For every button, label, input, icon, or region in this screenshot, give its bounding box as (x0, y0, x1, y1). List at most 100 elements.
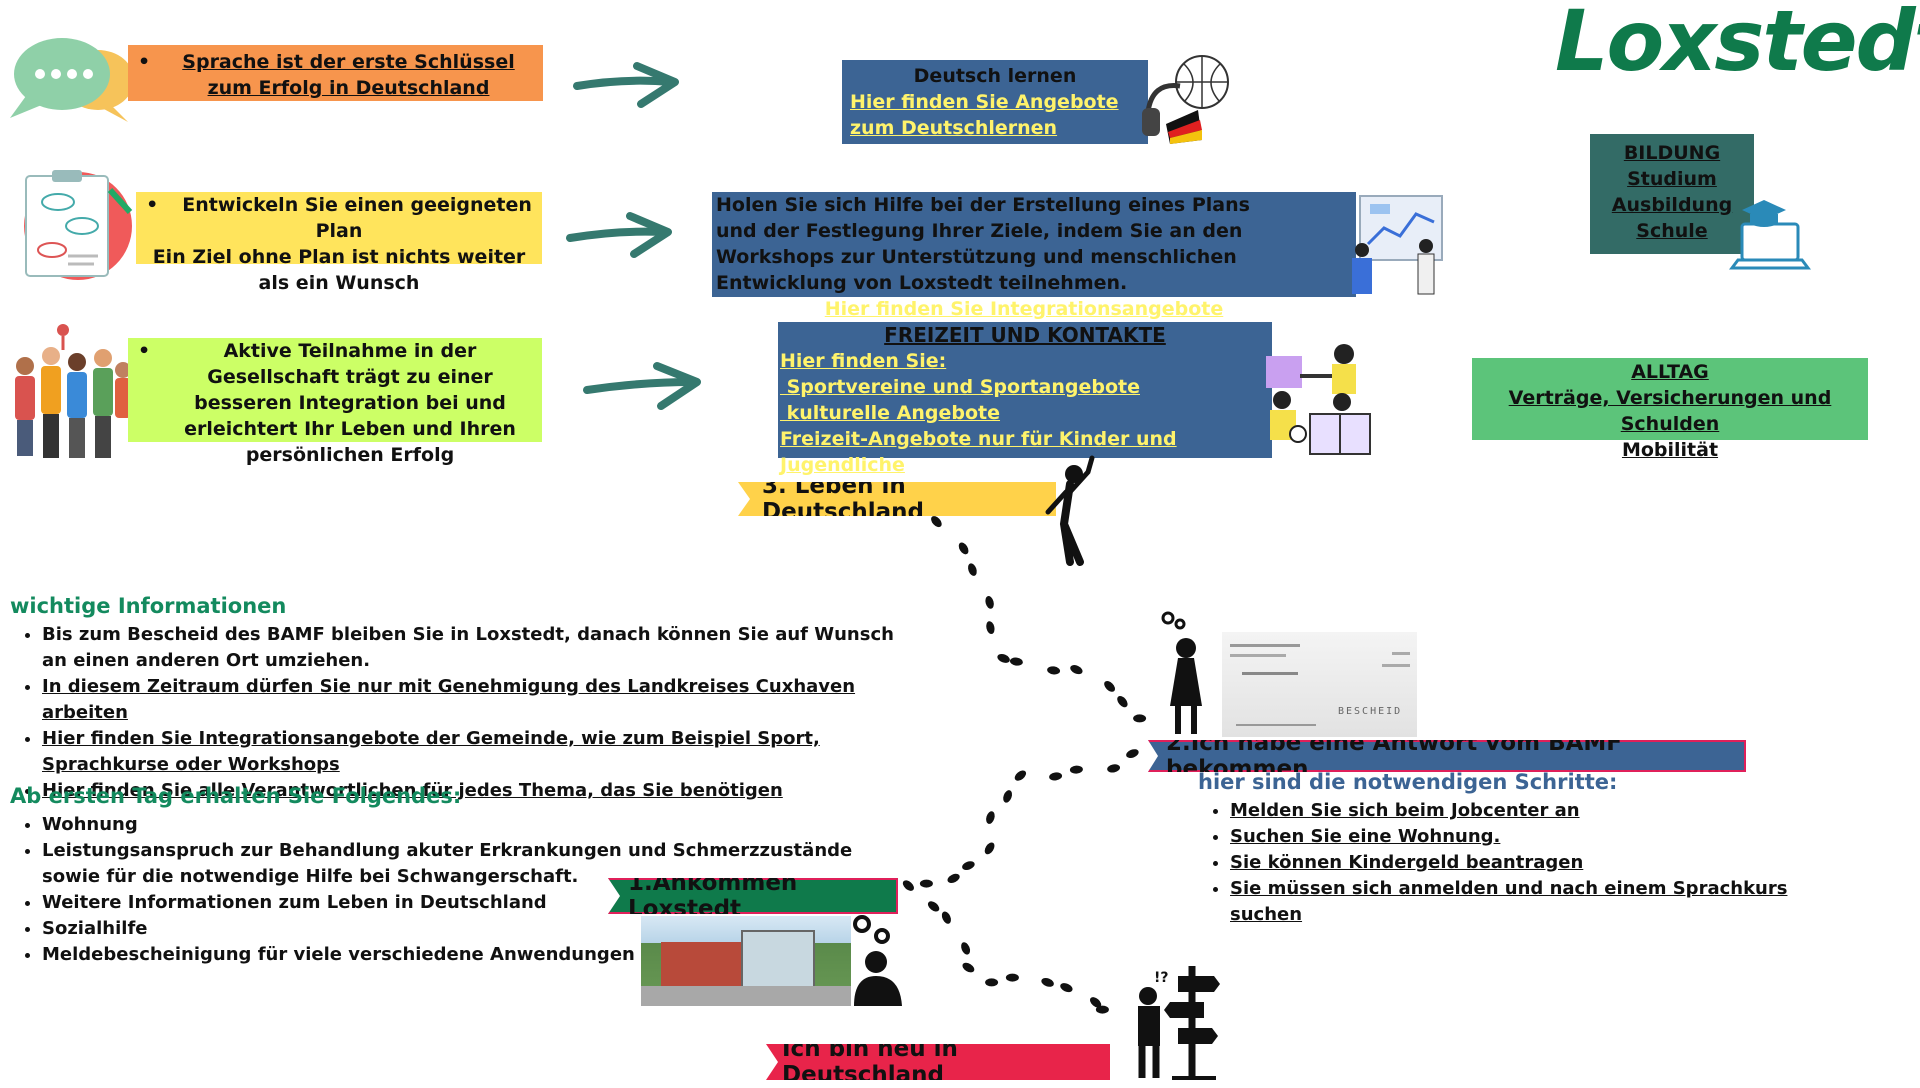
freizeit-intro: Hier finden Sie: (780, 350, 947, 372)
step1-banner: 1.Ankommen Loxstedt (608, 878, 898, 914)
language-tip-text[interactable]: Sprache ist der erste Schlüssel zum Erfo… (182, 51, 515, 99)
first-day-heading: Ab ersten Tag erhalten Sie Folgendes: (10, 784, 462, 808)
footprint (947, 873, 960, 884)
start-banner: Ich bin neu in Deutschland (766, 1044, 1110, 1080)
first-day-item: Wohnung (42, 812, 902, 838)
arrow-right-3 (583, 362, 701, 410)
svg-text:!?: !? (1154, 970, 1169, 986)
footprint (962, 861, 975, 870)
deutsch-lernen-box: Deutsch lernen Hier finden Sie Angebote … (842, 60, 1148, 144)
arrow-right-2 (566, 212, 672, 258)
footprint (1126, 749, 1139, 759)
first-day-item: Weitere Informationen zum Leben in Deuts… (42, 890, 902, 916)
schule-link[interactable]: Schule (1636, 220, 1708, 242)
footprint (1003, 790, 1013, 803)
footprint (902, 880, 914, 891)
registration-language-link[interactable]: Sie müssen sich anmelden und nach einem … (1230, 876, 1790, 928)
integration-offers-link[interactable]: Hier finden Sie Integrationsangebote (824, 298, 1224, 320)
jobcenter-link[interactable]: Melden Sie sich beim Jobcenter an (1230, 798, 1790, 824)
participation-tip-box: • Aktive Teilnahme in der Gesellschaft t… (128, 338, 542, 466)
participation-tip-text: Aktive Teilnahme in der Gesellschaft trä… (184, 340, 516, 466)
freizeit-box: FREIZEIT UND KONTAKTE Hier finden Sie: S… (778, 322, 1272, 476)
deutsch-lernen-title: Deutsch lernen (913, 65, 1077, 87)
workshops-text: Holen Sie sich Hilfe bei der Erstellung … (716, 194, 1250, 294)
footprint (997, 653, 1010, 663)
work-permit-link[interactable]: In diesem Zeitraum dürfen Sie nur mit Ge… (42, 674, 908, 726)
responsible-persons-link[interactable]: Hier finden Sie alle Verantwortlichen fü… (42, 778, 908, 804)
footprint (919, 879, 933, 888)
bamf-steps-list: Melden Sie sich beim Jobcenter an Suchen… (1198, 798, 1790, 928)
alltag-title[interactable]: ALLTAG (1631, 361, 1709, 383)
first-day-item: Meldebescheinigung für viele verschieden… (42, 942, 902, 968)
footprint (1047, 666, 1061, 675)
plan-tip-box: •Entwickeln Sie einen geeigneten Plan Ei… (136, 192, 542, 294)
sports-link[interactable]: Sportvereine und Sportangebote (780, 376, 1140, 398)
info-heading: wichtige Informationen (10, 594, 287, 618)
loxstedt-building-photo (641, 916, 851, 1006)
footprint (986, 811, 995, 824)
bescheid-document-image: BESCHEID (1222, 632, 1417, 737)
community-offers-link[interactable]: Hier finden Sie Integrationsangebote der… (42, 726, 908, 778)
freizeit-title: FREIZEIT UND KONTAKTE (884, 323, 1166, 347)
language-tip-box: • Sprache ist der erste Schlüssel zum Er… (128, 45, 543, 101)
footprint (1117, 695, 1128, 708)
footprint (1009, 657, 1023, 666)
leisure-people-icon (1266, 344, 1371, 455)
kindergeld-link[interactable]: Sie können Kindergeld beantragen (1230, 850, 1790, 876)
bildung-title[interactable]: BILDUNG (1623, 142, 1721, 164)
alltag-mobility-link[interactable]: Mobilität (1621, 439, 1719, 461)
footprint (968, 563, 977, 576)
first-day-item: Sozialhilfe (42, 916, 902, 942)
deutsch-lernen-link[interactable]: Hier finden Sie Angebote zum Deutschlern… (850, 91, 1119, 139)
workshops-box: Holen Sie sich Hilfe bei der Erstellung … (712, 192, 1356, 320)
bildung-box: BILDUNG Studium Ausbildung Schule (1590, 134, 1754, 254)
loxstedt-logo: Loxstedt (1555, 0, 1920, 90)
footprint (961, 942, 971, 955)
thinking-person-icon (1161, 611, 1202, 734)
footprint (985, 978, 999, 987)
footprint (931, 516, 942, 528)
people-chart-icon (1352, 195, 1443, 295)
footprint (985, 596, 994, 609)
footprint (1107, 764, 1121, 773)
youth-leisure-link[interactable]: Freizeit-Angebote nur für Kinder und Jug… (780, 428, 1177, 476)
graduation-laptop-icon (1729, 200, 1811, 270)
studium-link[interactable]: Studium (1627, 168, 1717, 190)
footprint (986, 621, 995, 634)
crowd-icon (15, 324, 131, 458)
footprint (1070, 665, 1083, 675)
housing-link[interactable]: Suchen Sie eine Wohnung. (1230, 824, 1790, 850)
walking-person-icon (1045, 455, 1095, 566)
first-day-item: Leistungsanspruch zur Behandlung akuter … (42, 838, 902, 890)
plan-tip-line1: •Entwickeln Sie einen geeigneten Plan (146, 194, 532, 242)
thinking-gears-icon (853, 915, 902, 1006)
footprint (1095, 1005, 1109, 1014)
alltag-contracts-link[interactable]: Verträge, Versicherungen und Schulden (1508, 387, 1832, 435)
footprint (927, 901, 940, 912)
footprint (1069, 765, 1083, 774)
info-list: Bis zum Bescheid des BAMF bleiben Sie in… (10, 622, 908, 804)
alltag-box: ALLTAG Verträge, Versicherungen und Schu… (1472, 358, 1868, 461)
footprint (941, 911, 951, 924)
footprint (984, 842, 995, 855)
footprint (1133, 714, 1147, 723)
bamf-steps-heading: hier sind die notwendigen Schritte: (1198, 770, 1618, 794)
footprint (1005, 973, 1019, 982)
info-item-bamf-stay: Bis zum Bescheid des BAMF bleiben Sie in… (42, 622, 908, 674)
footprint (1104, 681, 1115, 692)
footprint (1014, 770, 1027, 781)
footprint (1049, 772, 1063, 781)
plan-clipboard-icon (24, 170, 133, 280)
footprint (1041, 977, 1054, 987)
ausbildung-link[interactable]: Ausbildung (1611, 194, 1733, 216)
footprint (958, 542, 969, 555)
plan-tip-line2: Ein Ziel ohne Plan ist nichts weiter als… (152, 246, 526, 294)
first-day-list: Wohnung Leistungsanspruch zur Behandlung… (10, 812, 902, 968)
lost-person-signpost-icon: !? (1138, 966, 1220, 1080)
footprint (1060, 983, 1073, 993)
culture-link[interactable]: kulturelle Angebote (780, 402, 1001, 424)
step2-banner: 2.Ich habe eine Antwort vom BAMF bekomme… (1148, 740, 1746, 772)
footprint (1090, 997, 1102, 1008)
bescheid-word: BESCHEID (1338, 706, 1403, 717)
